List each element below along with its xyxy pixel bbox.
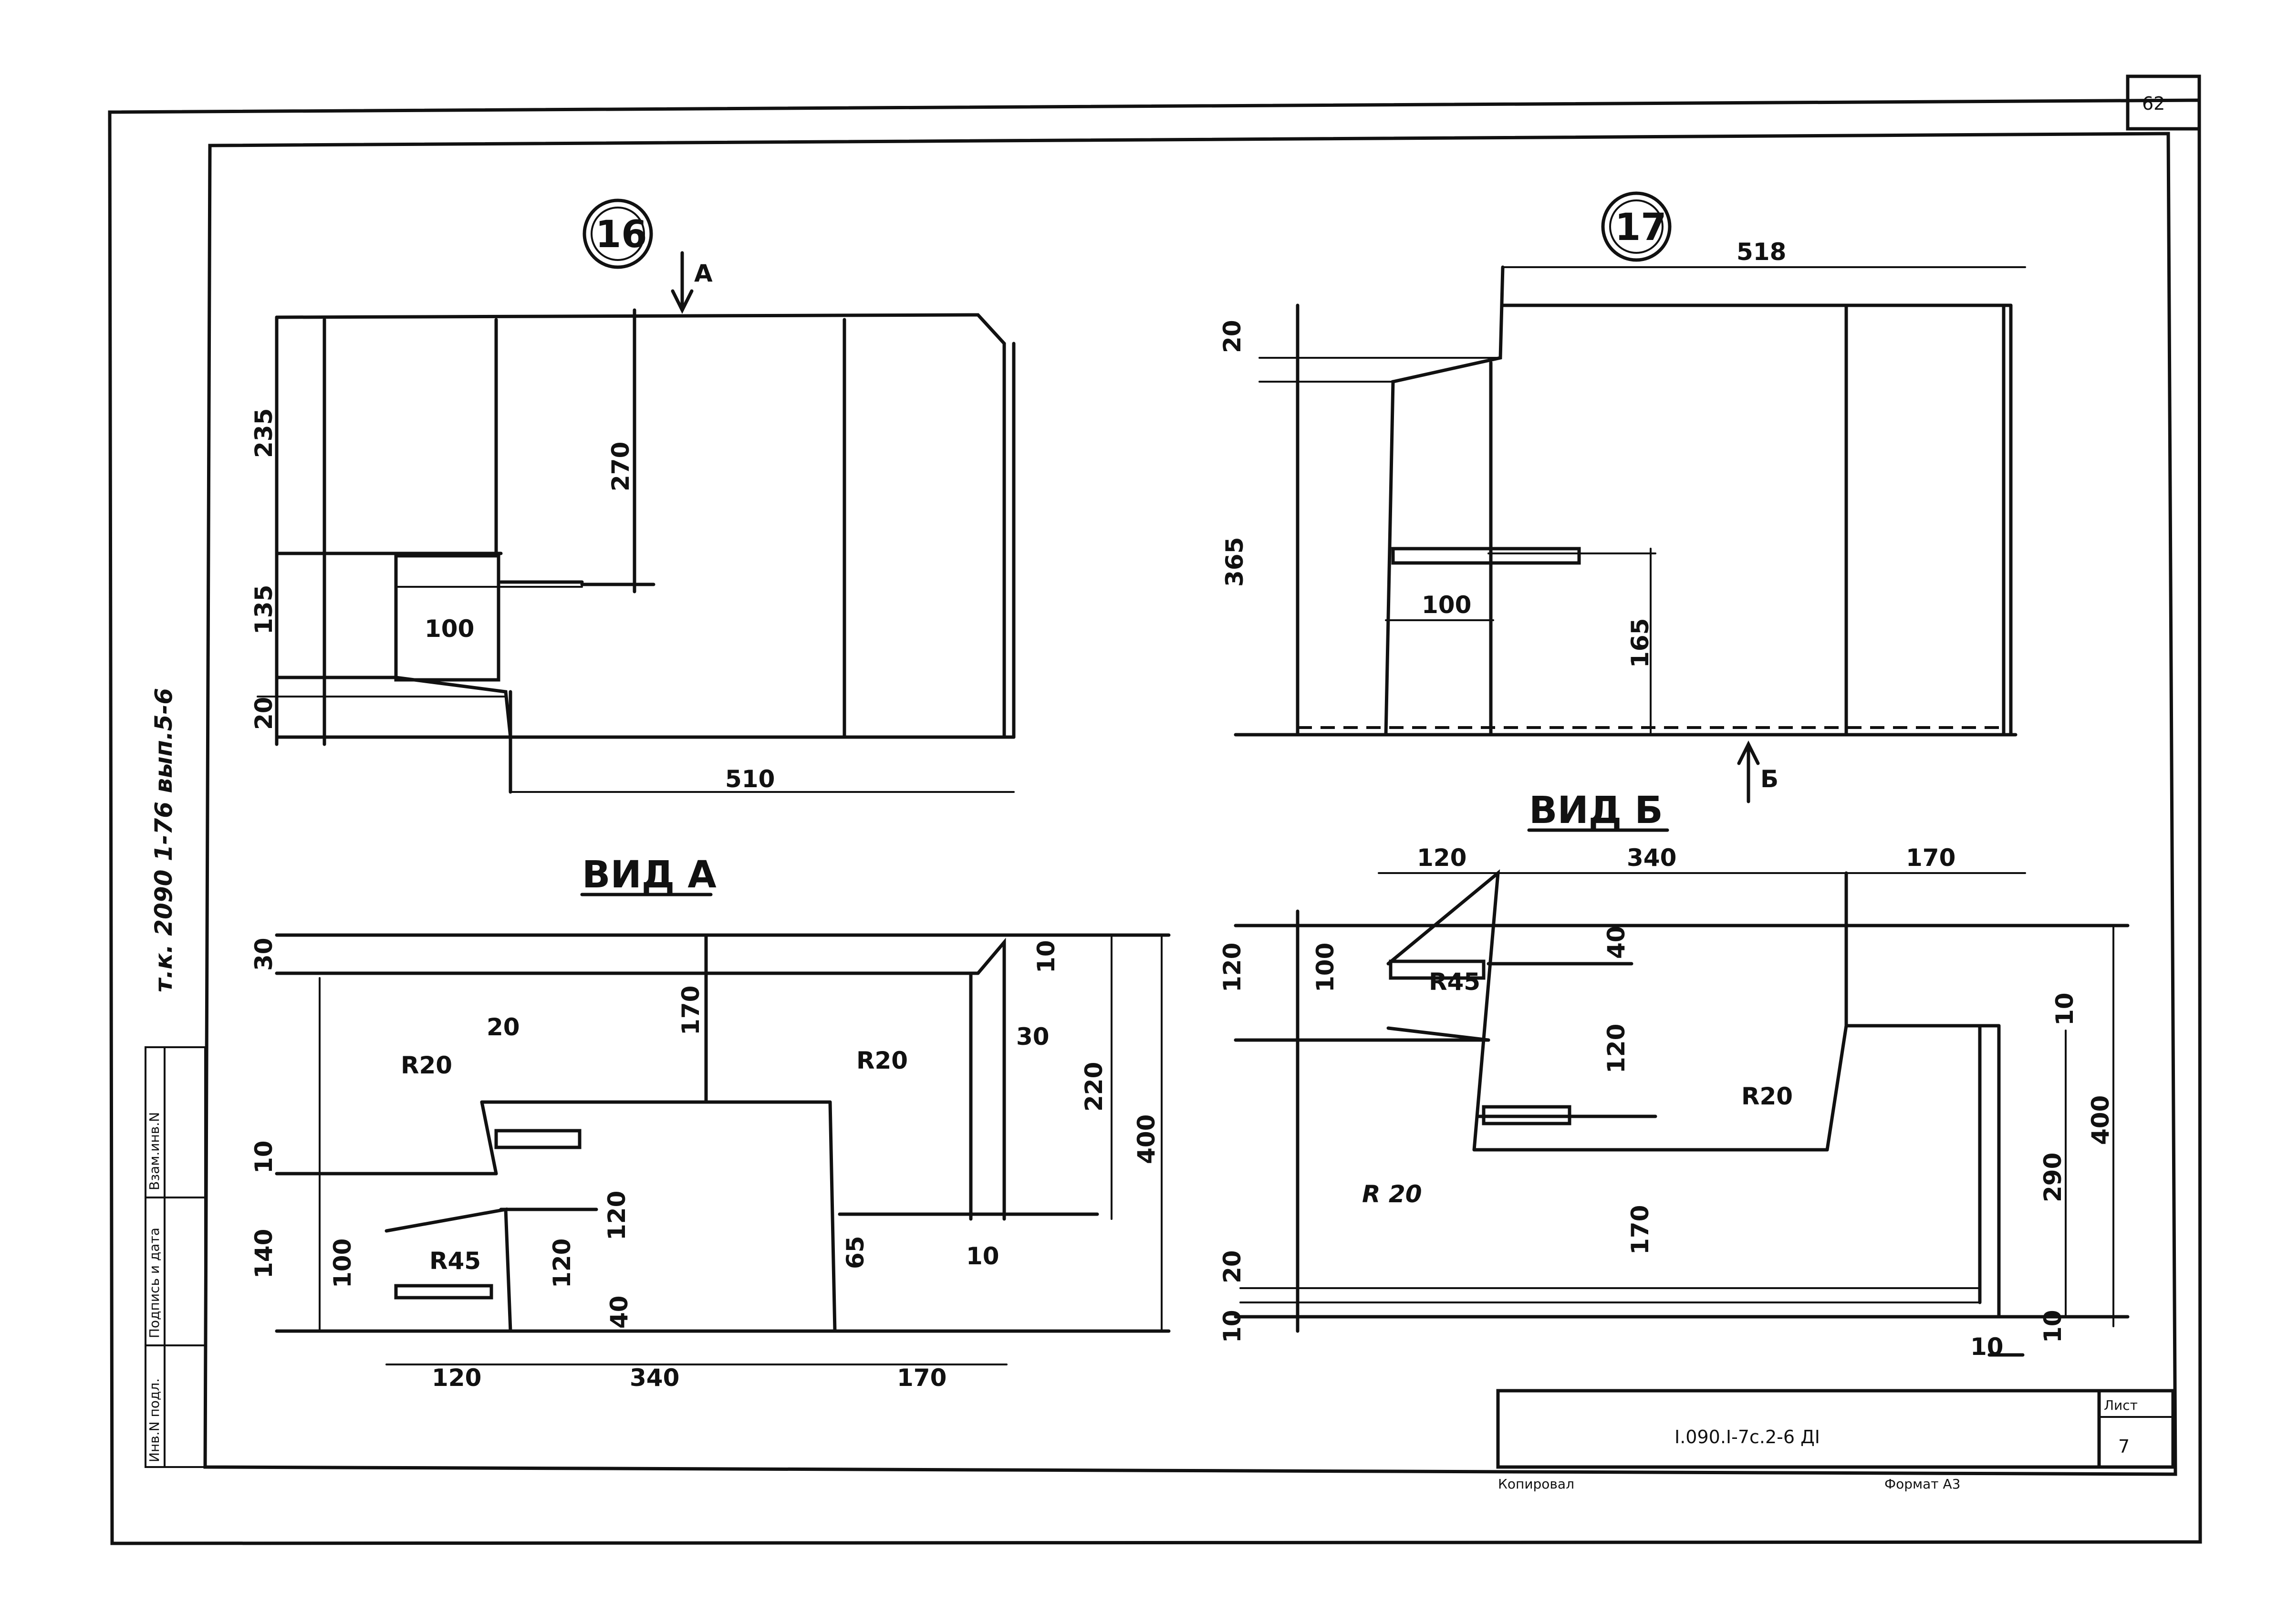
- radius-a-r45: R45: [429, 1247, 481, 1275]
- left-stamp: Инв.N подл. Подпись и дата Взам.инв.N: [145, 1046, 206, 1468]
- dim-a-30-right: 30: [1016, 1023, 1050, 1051]
- sheet-number: 7: [2118, 1436, 2130, 1457]
- dim-16-510: 510: [725, 765, 775, 793]
- dim-b-10-right: 10: [2051, 992, 2079, 1026]
- radius-a-r20-right: R20: [856, 1047, 908, 1074]
- dim-b-400: 400: [2087, 1095, 2114, 1145]
- dim-b-120-inner: 120: [1602, 1024, 1630, 1073]
- dim-b-100-left: 100: [1311, 943, 1339, 992]
- dim-16-20: 20: [250, 697, 278, 730]
- dim-17-365: 365: [1221, 537, 1248, 587]
- marker-17: 17: [1615, 206, 1667, 249]
- dim-a-400: 400: [1133, 1114, 1160, 1164]
- outer-frame: [108, 98, 2202, 1545]
- inner-frame: [203, 132, 2177, 1476]
- dim-b-170-top: 170: [1906, 844, 1955, 872]
- copied-label: Копировал: [1498, 1476, 1574, 1492]
- side-note: т.к. 2090 1-76 вып.5-6: [150, 688, 177, 992]
- sheet-label: Лист: [2104, 1397, 2138, 1413]
- dim-a-120-bottom: 120: [432, 1364, 481, 1392]
- dim-a-10-top: 10: [1032, 940, 1060, 973]
- dim-a-40: 40: [605, 1295, 633, 1329]
- stamp-cell-3: Взам.инв.N: [146, 1112, 162, 1190]
- view-b-title: ВИД Б: [1529, 789, 1663, 832]
- corner-number-box: [2126, 74, 2201, 131]
- dim-b-120-left: 120: [1218, 943, 1246, 992]
- dim-a-30: 30: [250, 937, 278, 971]
- drawing-17: 17 518 Б 20 365 100 165: [1218, 191, 2026, 803]
- dim-16-270: 270: [607, 442, 634, 491]
- dim-a-340: 340: [630, 1364, 679, 1392]
- marker-17-circle: [1601, 191, 1672, 262]
- view-b: ВИД Б 120 340 170 120 100 40 120 10 400 …: [1218, 789, 2130, 1361]
- dim-a-120-inner: 120: [548, 1239, 576, 1288]
- view-a-title: ВИД А: [582, 854, 717, 896]
- dim-b-10-bottom: 10: [1970, 1333, 2004, 1361]
- view-a: ВИД А 30 170 10 30 220 400 20 10 140 100…: [250, 854, 1171, 1392]
- dim-a-10-left: 10: [250, 1140, 278, 1174]
- dim-a-100: 100: [329, 1239, 356, 1288]
- radius-b-r45: R45: [1429, 968, 1480, 996]
- dim-b-170-vert: 170: [1626, 1205, 1654, 1255]
- marker-16-circle: [582, 198, 653, 269]
- marker-16: 16: [595, 213, 647, 256]
- dim-b-40: 40: [1602, 926, 1630, 959]
- stamp-cell-2: Подпись и дата: [146, 1228, 162, 1338]
- drawing-16: 16 А 235 270 135 100 20 510: [250, 198, 1016, 794]
- dim-a-220: 220: [1080, 1062, 1108, 1112]
- dim-17-165: 165: [1626, 618, 1654, 668]
- dim-a-170: 170: [677, 986, 705, 1035]
- dim-b-120-top: 120: [1417, 844, 1466, 872]
- radius-b-r20-right: R20: [1741, 1083, 1793, 1110]
- dim-b-10-bottom-left: 10: [1218, 1310, 1246, 1343]
- dim-16-100: 100: [425, 615, 474, 643]
- dim-17-100: 100: [1422, 591, 1471, 619]
- dim-a-170-bottom: 170: [897, 1364, 946, 1392]
- dim-a-10-right: 10: [966, 1242, 999, 1270]
- dim-16-135: 135: [250, 585, 278, 635]
- radius-a-r20-left: R20: [401, 1051, 452, 1079]
- dim-a-65: 65: [842, 1236, 869, 1269]
- dim-a-140: 140: [250, 1229, 278, 1279]
- dim-b-20: 20: [1218, 1250, 1246, 1283]
- dim-a-120-outer: 120: [603, 1191, 631, 1240]
- dim-17-20: 20: [1218, 320, 1246, 353]
- dim-16-235: 235: [250, 408, 278, 458]
- radius-b-r20-handwritten: R 20: [1362, 1180, 1422, 1208]
- title-block: I.090.I-7с.2-6 ДI Лист 7 Копировал Форма…: [1496, 1389, 2175, 1492]
- dim-a-20: 20: [487, 1013, 520, 1041]
- section-arrow-a-label: А: [694, 260, 713, 287]
- section-arrow-b-label: Б: [1760, 765, 1778, 793]
- dim-b-10-bottom-right: 10: [2039, 1310, 2067, 1343]
- dim-17-518: 518: [1737, 238, 1786, 266]
- document-code: I.090.I-7с.2-6 ДI: [1674, 1426, 1820, 1447]
- stamp-cell-1: Инв.N подл.: [146, 1378, 162, 1462]
- corner-number: 62: [2142, 93, 2165, 114]
- dim-b-340-top: 340: [1627, 844, 1676, 872]
- format-label: Формат А3: [1884, 1476, 1960, 1492]
- dim-b-290: 290: [2039, 1153, 2067, 1202]
